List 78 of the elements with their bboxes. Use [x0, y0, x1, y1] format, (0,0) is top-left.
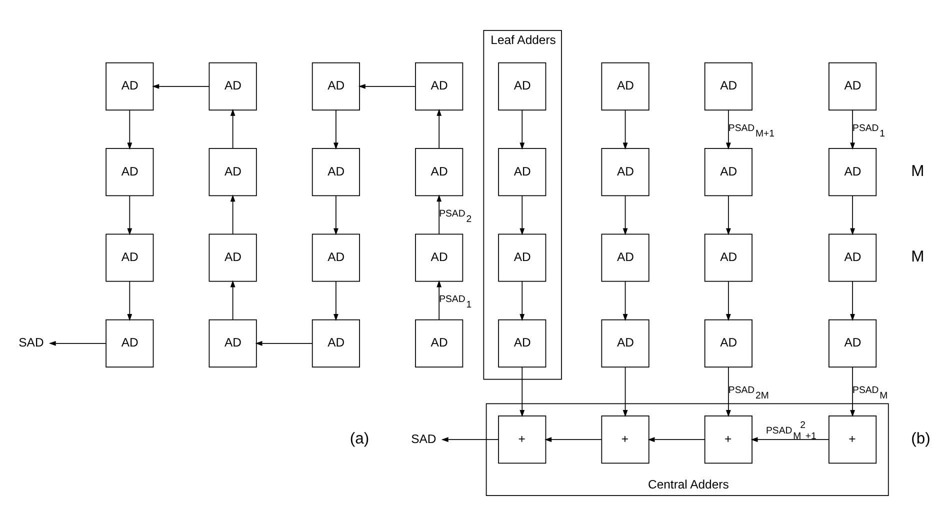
- arrow: [622, 109, 628, 150]
- node-box: AD: [208, 62, 257, 110]
- node-box: AD: [312, 148, 360, 196]
- arrow: [255, 340, 313, 346]
- node-box: +: [704, 415, 752, 464]
- node-box: AD: [498, 62, 546, 110]
- arrow: [726, 280, 731, 320]
- arrow: [127, 109, 132, 150]
- arrow: [520, 109, 525, 150]
- node-box: AD: [601, 148, 650, 196]
- arrow: [850, 194, 855, 235]
- arrow: [850, 280, 855, 320]
- node-box: AD: [106, 233, 154, 282]
- node-box: AD: [498, 148, 546, 196]
- arrow: [520, 366, 525, 417]
- node-box: AD: [828, 62, 877, 110]
- arrow: [48, 340, 106, 346]
- arrow: [850, 109, 855, 150]
- node-box: AD: [106, 148, 154, 196]
- arrow: [436, 280, 442, 320]
- node-box: +: [601, 415, 650, 464]
- arrow: [230, 280, 236, 320]
- arrow: [358, 83, 416, 88]
- node-box: AD: [106, 318, 154, 367]
- arrow: [622, 280, 628, 320]
- arrow: [622, 366, 628, 417]
- label: M: [911, 162, 924, 180]
- arrow: [334, 280, 338, 320]
- node-box: AD: [704, 233, 752, 282]
- arrow: [520, 280, 525, 320]
- arrow: [544, 436, 602, 442]
- node-box: AD: [312, 233, 360, 282]
- node-box: AD: [601, 233, 650, 282]
- node-box: +: [498, 415, 546, 464]
- label: (a): [350, 430, 370, 447]
- node-box: AD: [828, 148, 877, 196]
- node-box: AD: [704, 318, 752, 367]
- node-box: AD: [828, 233, 877, 282]
- node-box: AD: [312, 62, 360, 110]
- node-box: AD: [601, 318, 650, 367]
- node-box: AD: [106, 62, 154, 110]
- node-box: AD: [415, 62, 464, 110]
- node-box: AD: [498, 318, 546, 367]
- label: M: [911, 248, 924, 266]
- arrow: [152, 83, 210, 88]
- node-box: AD: [415, 318, 464, 367]
- arrow: [436, 108, 442, 148]
- node-box: AD: [312, 318, 360, 367]
- node-box: AD: [208, 233, 257, 282]
- node-text: SAD: [18, 335, 44, 350]
- arrow: [750, 436, 829, 442]
- node-box: AD: [704, 148, 752, 196]
- node-box: +: [828, 415, 877, 464]
- node-box: AD: [601, 62, 650, 110]
- arrow: [127, 280, 132, 320]
- arrow: [850, 366, 855, 417]
- arrow: [230, 108, 236, 148]
- label: (b): [911, 430, 930, 447]
- arrow: [648, 436, 705, 442]
- arrow: [436, 194, 442, 234]
- arrow: [334, 109, 338, 150]
- node-box: AD: [498, 233, 546, 282]
- node-text: SAD: [411, 431, 436, 446]
- arrow: [334, 194, 338, 235]
- node-box: AD: [415, 233, 464, 282]
- node-box: AD: [208, 318, 257, 367]
- node-box: AD: [828, 318, 877, 367]
- arrow: [622, 194, 628, 235]
- arrow: [726, 194, 731, 235]
- arrow: [726, 109, 731, 150]
- node-box: AD: [208, 148, 257, 196]
- arrow: [127, 194, 132, 235]
- node-box: AD: [704, 62, 752, 110]
- arrow: [230, 194, 236, 234]
- arrow: [441, 436, 499, 442]
- node-box: AD: [415, 148, 464, 196]
- arrow: [726, 366, 731, 417]
- arrow: [520, 194, 525, 235]
